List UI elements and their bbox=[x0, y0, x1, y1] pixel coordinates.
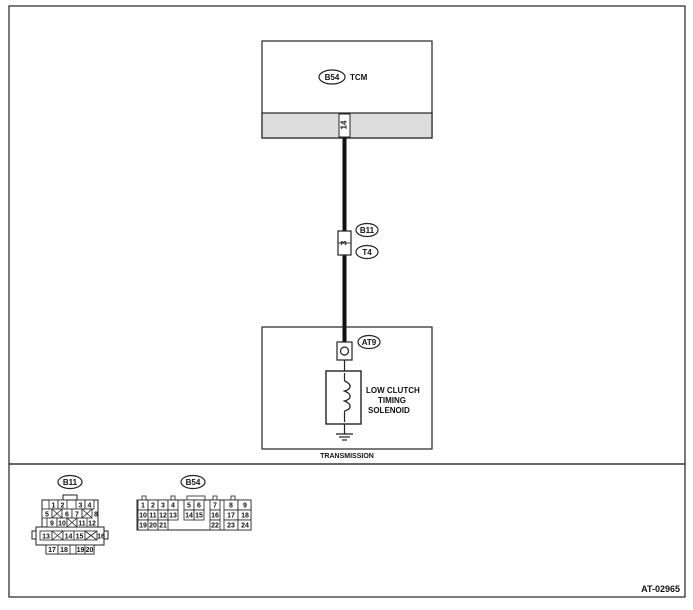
b54-pin: 23 bbox=[227, 523, 235, 530]
b11-pin: 20 bbox=[86, 547, 94, 554]
b11-face-oval bbox=[57, 474, 83, 490]
b54-pin: 9 bbox=[243, 503, 247, 510]
at9-terminal-pin bbox=[339, 346, 350, 356]
transmission-connector-label: AT9 bbox=[362, 338, 377, 347]
b54-pin: 18 bbox=[241, 513, 249, 520]
b11-pin: 1 bbox=[52, 503, 56, 510]
b54-pin: 10 bbox=[139, 513, 147, 520]
b54-pin: 3 bbox=[161, 503, 165, 510]
tcm-connector-oval bbox=[318, 69, 346, 85]
b11-pin: 11 bbox=[78, 521, 86, 528]
joint-pin: 3 bbox=[340, 240, 349, 245]
b11-pin: 3 bbox=[79, 503, 83, 510]
tcm-module: 14 B54 TCM bbox=[261, 40, 433, 139]
b54-pin: 15 bbox=[195, 513, 203, 520]
b54-pin: 7 bbox=[213, 503, 217, 510]
b54-pin-cell bbox=[157, 519, 169, 531]
tcm-pin: 14 bbox=[340, 120, 349, 129]
b11-pin: 2 bbox=[61, 503, 65, 510]
ground-icon bbox=[336, 433, 353, 441]
b11-pin: 16 bbox=[97, 534, 105, 541]
b11-pin: 8 bbox=[94, 512, 98, 519]
connector-b54-label: B54 bbox=[186, 478, 201, 487]
b11-oval bbox=[355, 222, 379, 238]
b54-face-oval bbox=[180, 474, 206, 490]
b54-pin-cell bbox=[193, 509, 205, 521]
b11-pin: 14 bbox=[65, 534, 73, 541]
transmission-label: TRANSMISSION bbox=[320, 453, 374, 460]
connector-b54-face: B54 1 2 3 4 5 6 7 8 9 10 11 12 13 14 15 … bbox=[136, 474, 252, 531]
b54-pin-cell bbox=[209, 519, 221, 531]
transmission-unit: AT9 LOW CLUTCH TIMING SOLENOID TRANSMISS… bbox=[261, 326, 433, 460]
solenoid-label-line1: LOW CLUTCH bbox=[366, 386, 420, 395]
b54-pin: 12 bbox=[159, 513, 167, 520]
connector-frame bbox=[8, 463, 686, 598]
b54-pin: 17 bbox=[227, 513, 235, 520]
b54-pin: 22 bbox=[211, 523, 219, 530]
joint-connector-bottom-label: T4 bbox=[362, 248, 372, 257]
b54-pin-cell bbox=[237, 519, 252, 531]
b11-pin: 9 bbox=[50, 521, 54, 528]
b11-pin: 4 bbox=[88, 503, 92, 510]
joint-connector-top-label: B11 bbox=[360, 226, 375, 235]
b54-pin: 6 bbox=[197, 503, 201, 510]
b54-pin: 19 bbox=[139, 523, 147, 530]
b54-pin: 11 bbox=[149, 513, 157, 520]
b54-pin: 24 bbox=[241, 523, 249, 530]
tcm-connector-label: B54 bbox=[325, 73, 340, 82]
figure-code: AT-02965 bbox=[641, 584, 680, 594]
b54-pin: 20 bbox=[149, 523, 157, 530]
b11-pin: 6 bbox=[65, 512, 69, 519]
b11-pin: 15 bbox=[76, 534, 84, 541]
solenoid-coil-icon bbox=[342, 380, 351, 412]
b54-pin: 4 bbox=[171, 503, 175, 510]
joint-connector: 3 B11 T4 bbox=[337, 222, 379, 260]
solenoid-label-line2: TIMING bbox=[378, 396, 406, 405]
b54-pin: 1 bbox=[141, 503, 145, 510]
b54-pin: 8 bbox=[229, 503, 233, 510]
solenoid-box bbox=[325, 370, 362, 425]
b11-pin: 7 bbox=[75, 512, 79, 519]
at9-oval bbox=[357, 334, 381, 350]
b54-pin-cell bbox=[167, 509, 179, 521]
b11-pin: 12 bbox=[88, 521, 96, 528]
b11-pin: 17 bbox=[48, 547, 56, 554]
connector-b11-face: B11 1 2 3 4 5 6 7 8 bbox=[31, 474, 109, 555]
b54-pin: 16 bbox=[211, 513, 219, 520]
t4-oval bbox=[355, 244, 379, 260]
b54-pin: 14 bbox=[185, 513, 193, 520]
connector-b11-label: B11 bbox=[63, 478, 78, 487]
b11-pin: 10 bbox=[58, 521, 66, 528]
tcm-name: TCM bbox=[350, 73, 368, 82]
b54-pin: 2 bbox=[151, 503, 155, 510]
solenoid-label-line3: SOLENOID bbox=[368, 406, 410, 415]
b11-pin: 19 bbox=[77, 547, 85, 554]
b11-pin: 18 bbox=[60, 547, 68, 554]
b54-pin: 13 bbox=[169, 513, 177, 520]
transmission-box bbox=[261, 326, 433, 450]
b11-pin: 13 bbox=[42, 534, 50, 541]
tcm-pin-box bbox=[338, 113, 351, 138]
b11-pin: 5 bbox=[45, 512, 49, 519]
b54-pin: 5 bbox=[187, 503, 191, 510]
b54-pin: 21 bbox=[159, 523, 167, 530]
